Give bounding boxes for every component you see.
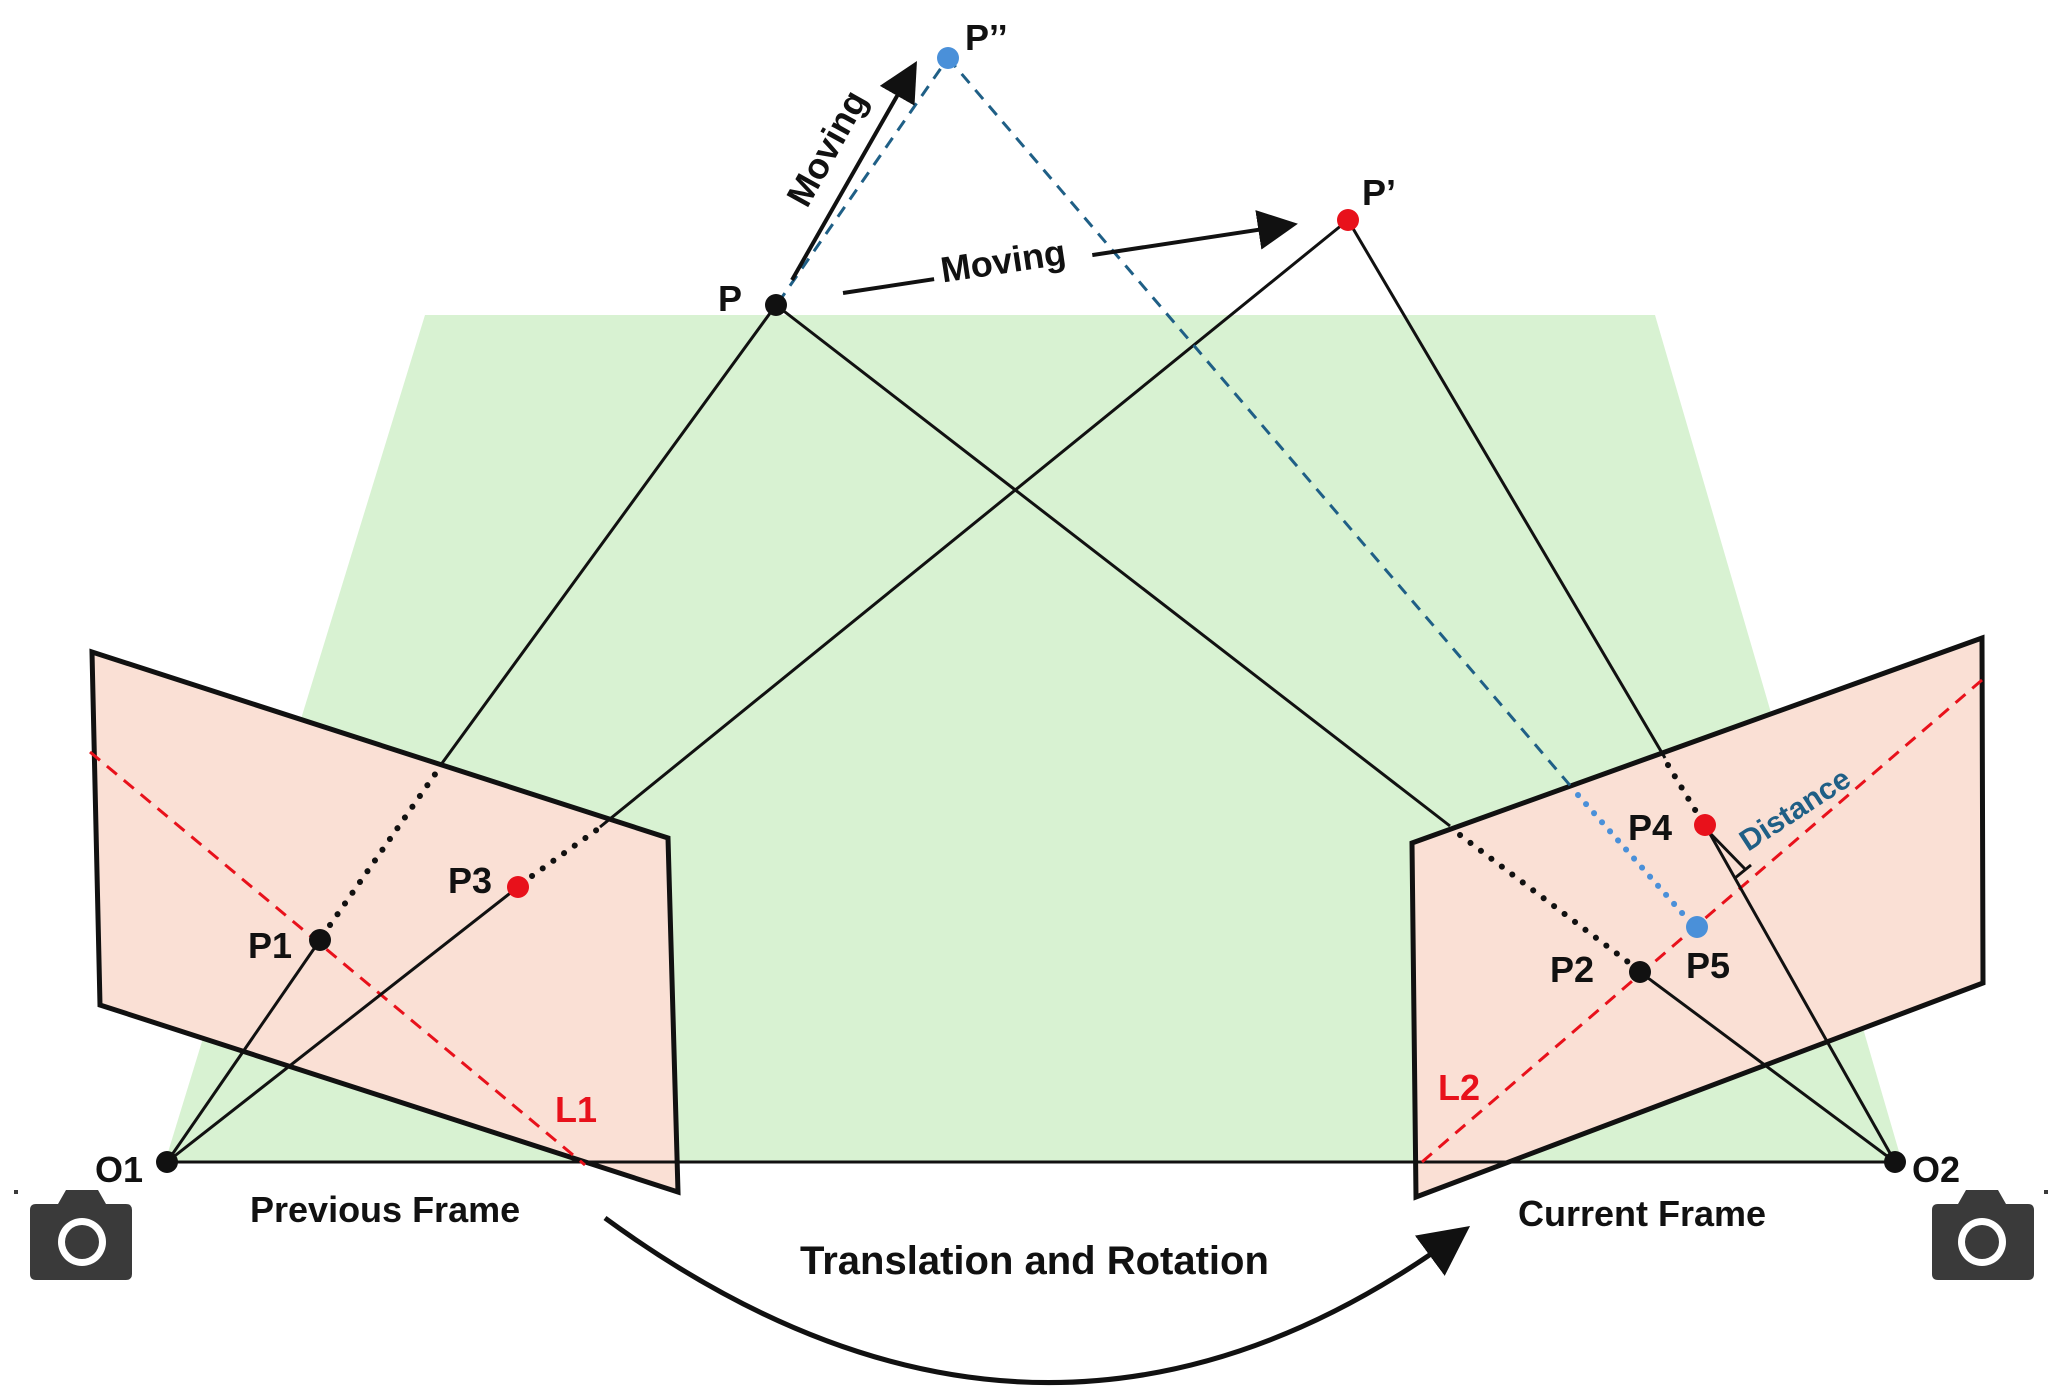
point-p5 [1686,916,1708,938]
label-p-prime: P’ [1362,172,1396,213]
label-p4: P4 [1628,807,1672,848]
translation-rotation-arrow [603,1215,1471,1385]
moving-label-bg-1 [773,122,855,222]
point-o2 [1884,1151,1906,1173]
ray-pprime-to-frame [599,218,1349,829]
label-moving-2: Moving [938,231,1069,290]
label-l1: L1 [555,1089,597,1130]
ray-o1-p3 [166,885,519,1164]
point-p-double-prime [937,47,959,69]
ray-o1-p1 [165,939,322,1163]
ray-p1-dotted [327,767,441,928]
point-p2 [1629,961,1651,983]
ray-p3-dotted [529,826,601,879]
label-translation-rotation: Translation and Rotation [800,1239,1269,1283]
epipolar-line-l1 [89,750,586,1167]
camera-icon [1932,1190,2048,1280]
label-p3: P3 [448,860,492,901]
label-p1: P1 [248,925,292,966]
label-p: P [718,278,742,319]
ray-p4-dotted [1665,762,1703,821]
label-l2: L2 [1438,1067,1480,1108]
point-p1 [309,929,331,951]
ray-pdoubleprime-to-frame [946,57,1576,791]
path-p-to-pdoubleprime [776,57,950,304]
point-p [765,294,787,316]
distance-tick [1734,863,1752,880]
ray-p2-dotted [1457,832,1639,971]
point-p3 [507,876,529,898]
point-p4 [1694,814,1716,836]
camera-icon [14,1190,132,1280]
point-p-prime [1337,209,1359,231]
label-p2: P2 [1550,949,1594,990]
label-current-frame: Current Frame [1518,1193,1766,1234]
label-o2: O2 [1912,1149,1960,1190]
ray-p2-o2 [1639,970,1896,1164]
moving-label-bg-2 [929,224,1095,294]
label-p-double-prime: P’’ [965,17,1008,58]
label-p5: P5 [1686,945,1730,986]
previous-frame-plane [89,648,681,1196]
ray-p-to-current-frame [775,303,1451,828]
point-o1 [156,1151,178,1173]
ray-p4-o2 [1703,824,1897,1163]
distance-line [1705,828,1747,871]
moving-arrow-up [790,61,917,281]
label-o1: O1 [95,1149,143,1190]
ray-p-to-frame [438,304,778,767]
label-previous-frame: Previous Frame [250,1189,520,1230]
ray-pprime-to-current-frame [1346,219,1667,759]
ray-p5-dotted [1575,792,1693,925]
